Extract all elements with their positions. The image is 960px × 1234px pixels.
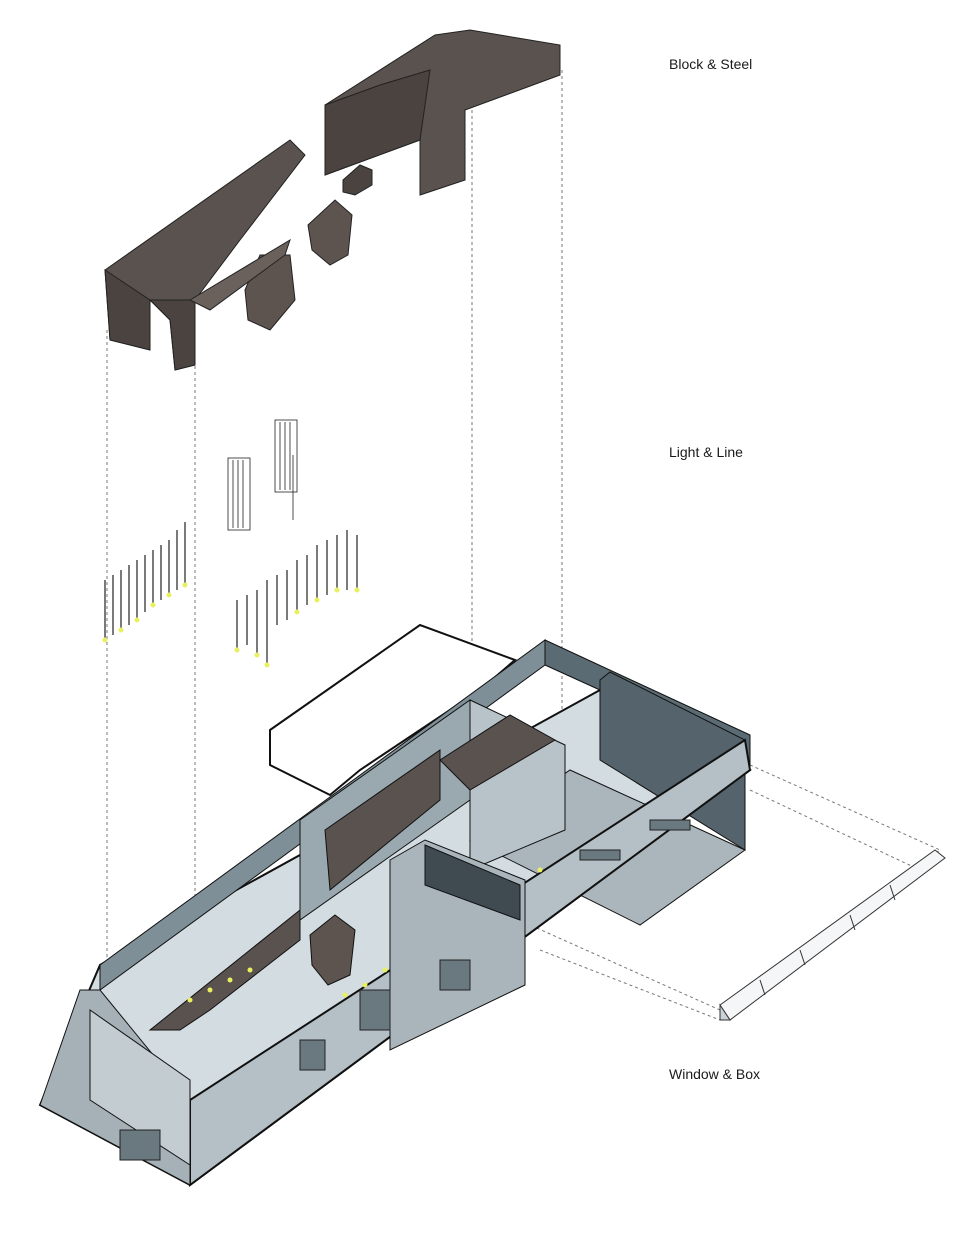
light-line-layer [102,419,360,668]
blade-wall [188,238,291,311]
building-windows [119,819,691,1161]
light-points [102,582,360,668]
building-lights [187,867,543,1003]
inner-box-dark [424,844,521,921]
right-room-wall [599,671,746,851]
wood-wall-2 [324,749,441,891]
window-box-piece [719,849,946,1021]
lower-partitions [89,1009,191,1166]
layer-label-window-box: Window & Box [669,1066,761,1082]
light-panels [227,419,298,531]
roof-slab-right-face [324,69,431,176]
wood-roof [439,714,557,791]
hanging-lines-right [236,530,358,665]
layer-label-light-line: Light & Line [669,444,743,460]
rock-in-building [309,914,356,986]
rock-small [307,199,353,266]
block-steel-layer [104,29,561,371]
building-layer [38,623,752,1187]
layer-label-block-steel: Block & Steel [669,56,753,72]
white-box [269,623,517,797]
steps-block [342,164,373,196]
hanging-lines-left [104,522,186,640]
roof-slab-left-face [104,269,196,371]
